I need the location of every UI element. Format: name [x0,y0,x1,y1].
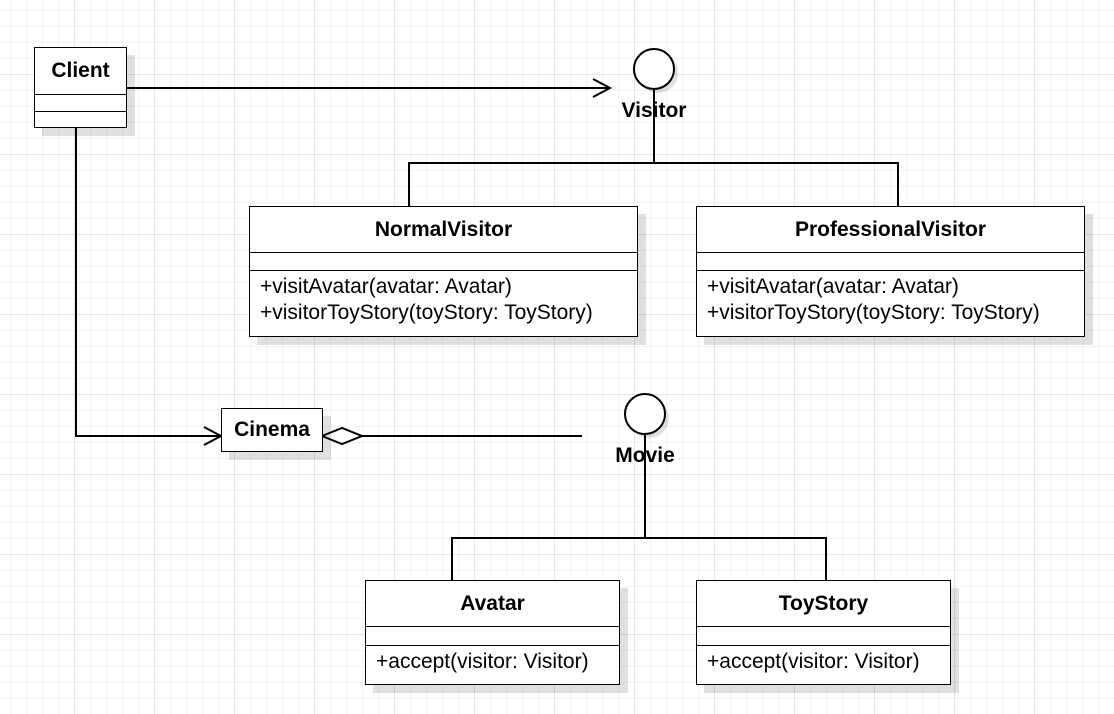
avatar-class-box[interactable]: Avatar +accept(visitor: Visitor) [365,580,620,685]
visitor-realization-branch [408,162,899,207]
toy-story-class-name: ToyStory [778,591,869,615]
aggregation-diamond [319,426,365,446]
professional-visitor-attributes-section [697,252,1084,270]
operation: +accept(visitor: Visitor) [376,650,589,673]
client-cinema-connector [75,127,221,437]
cinema-class-name: Cinema [234,417,310,441]
visitor-interface-icon [633,48,675,90]
normal-visitor-class-box[interactable]: NormalVisitor +visitAvatar(avatar: Avata… [249,206,638,337]
professional-visitor-operations-section: +visitAvatar(avatar: Avatar) +visitorToy… [697,270,1084,326]
operation: +visitAvatar(avatar: Avatar) [260,275,512,298]
client-operations-section [35,111,126,126]
movie-interface-label: Movie [615,444,675,467]
avatar-attributes-section [366,626,619,645]
normal-visitor-operations-section: +visitAvatar(avatar: Avatar) +visitorToy… [250,270,637,326]
client-visitor-arrowhead [592,78,613,98]
toy-story-attributes-section [697,626,950,645]
operation: +accept(visitor: Visitor) [707,650,920,673]
professional-visitor-class-box[interactable]: ProfessionalVisitor +visitAvatar(avatar:… [696,206,1085,337]
client-class-box[interactable]: Client [34,47,127,128]
operation: +visitAvatar(avatar: Avatar) [707,275,959,298]
operation: +visitorToyStory(toyStory: ToyStory) [260,301,593,324]
professional-visitor-class-name: ProfessionalVisitor [794,217,986,241]
movie-interface-icon [624,393,666,435]
normal-visitor-class-name: NormalVisitor [374,217,513,241]
avatar-class-name: Avatar [460,591,525,615]
client-attributes-section [35,94,126,111]
toy-story-class-box[interactable]: ToyStory +accept(visitor: Visitor) [696,580,951,685]
toy-story-operations-section: +accept(visitor: Visitor) [697,645,950,675]
movie-realization-branch [451,537,827,581]
client-class-name: Client [51,59,110,82]
normal-visitor-attributes-section [250,252,637,270]
operation: +visitorToyStory(toyStory: ToyStory) [707,301,1040,324]
cinema-class-box[interactable]: Cinema [221,408,323,452]
visitor-interface-label: Visitor [621,99,687,122]
avatar-operations-section: +accept(visitor: Visitor) [366,645,619,675]
